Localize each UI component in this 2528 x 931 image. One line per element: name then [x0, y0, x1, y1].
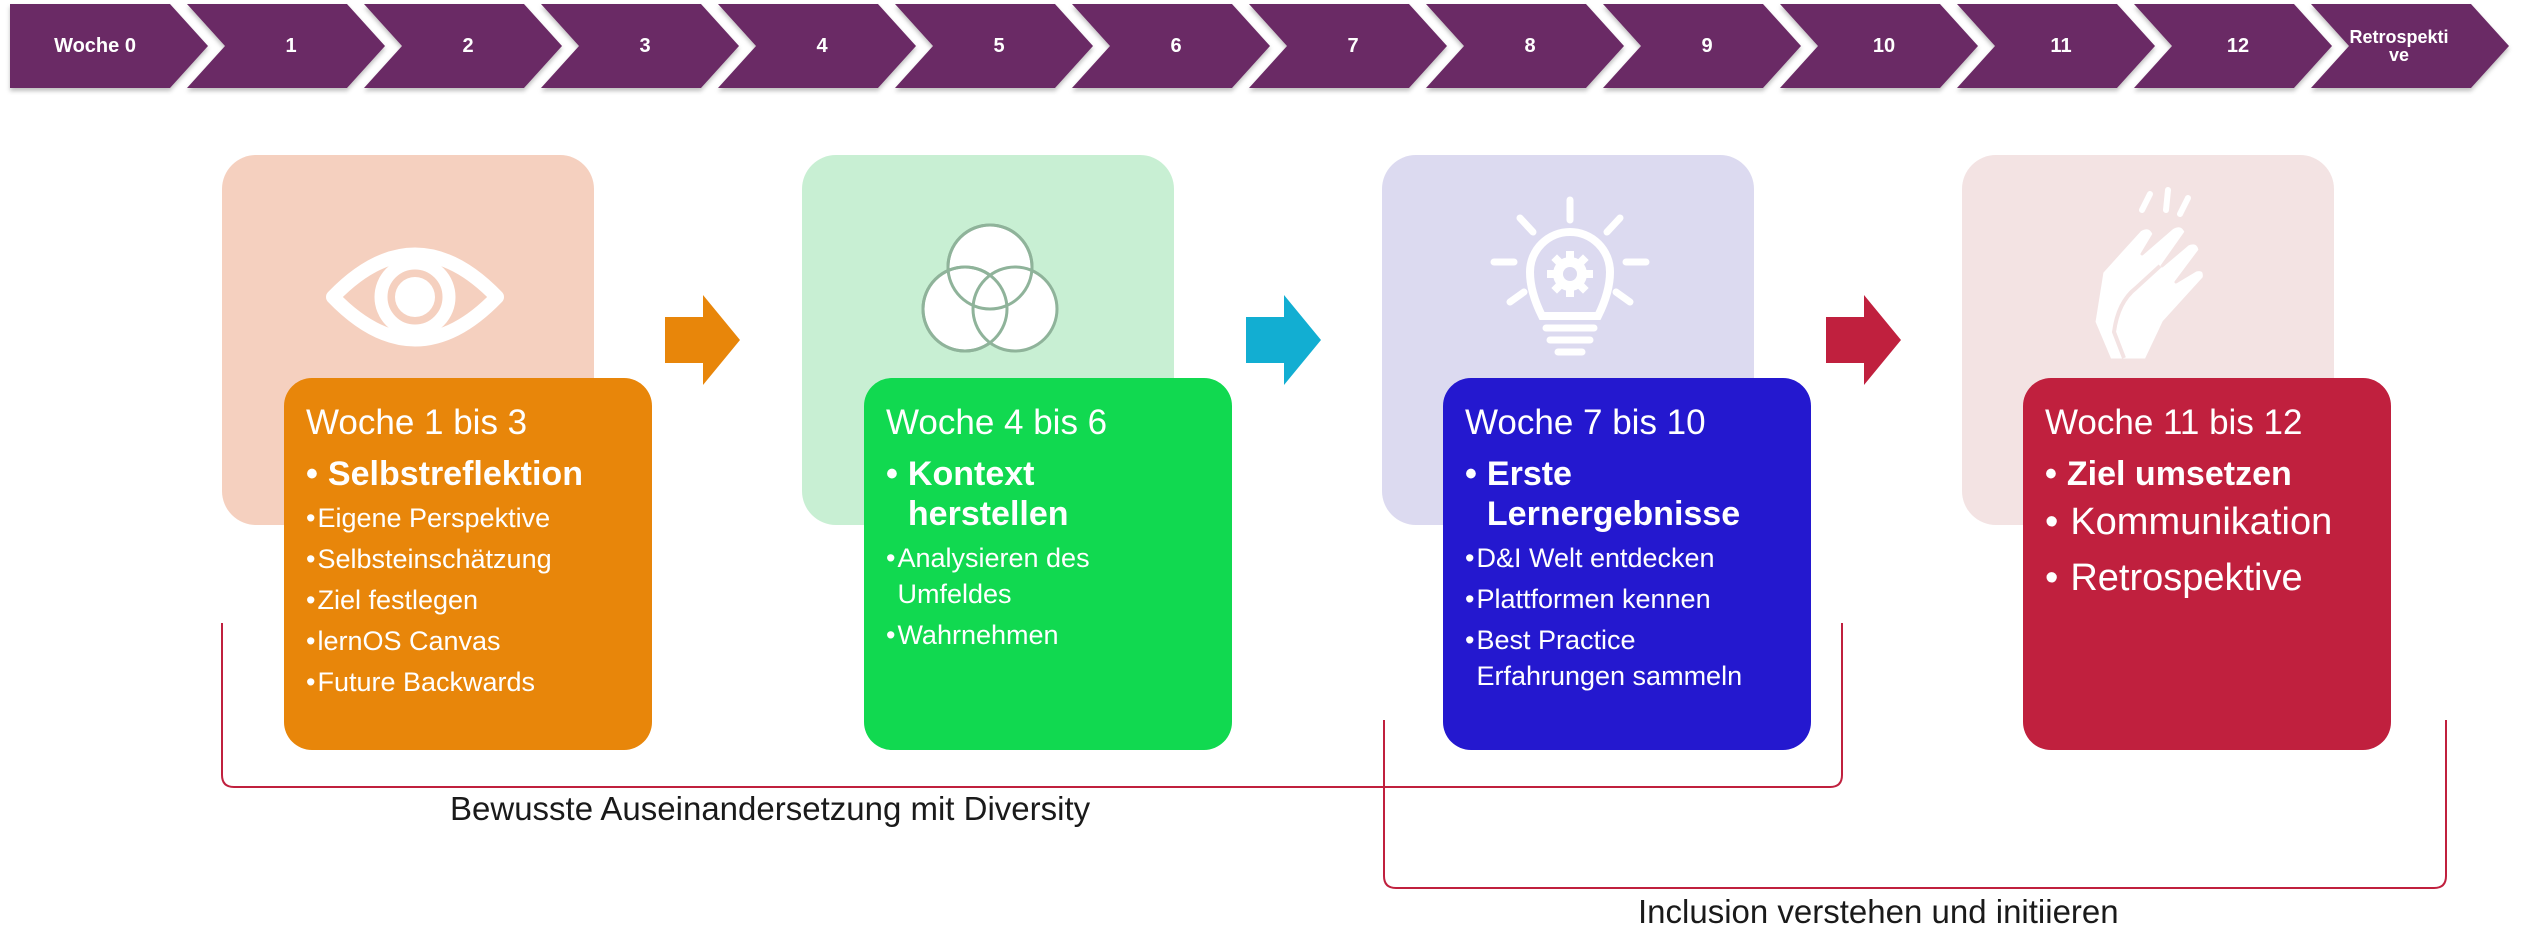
timeline-label: 6 [1170, 35, 1182, 57]
timeline-chevron [1780, 4, 1978, 88]
timeline-label: 12 [2226, 35, 2250, 57]
timeline-label: 5 [993, 35, 1005, 57]
list-item: •Eigene Perspektive [306, 500, 632, 536]
timeline-chevron [2134, 4, 2332, 88]
timeline-label: 7 [1347, 35, 1359, 57]
phase-2-items: •Analysieren des Umfeldes •Wahrnehmen [886, 540, 1212, 653]
list-item: •Wahrnehmen [886, 617, 1212, 653]
arrow-right-icon [1826, 295, 1901, 385]
list-item: •Kommunikation [2045, 494, 2371, 550]
item-text: lernOS Canvas [317, 626, 501, 656]
timeline-chevron [1603, 4, 1801, 88]
list-item: •Analysieren des Umfeldes [886, 540, 1212, 612]
phase-3-main-text: Erste Lernergebnisse [1486, 455, 1741, 533]
phase-4-main: •Ziel umsetzen [2045, 455, 2292, 493]
item-text: Kommunikation [2070, 501, 2333, 543]
list-item: •Plattformen kennen [1465, 581, 1791, 617]
timeline-label: 1 [285, 35, 297, 57]
phase-3-card: Woche 7 bis 10 •Erste Lernergebnisse •D&… [1443, 378, 1811, 750]
phase-1-title: Woche 1 bis 3 [306, 403, 528, 442]
item-text: Analysieren des Umfeldes [897, 543, 1090, 609]
timeline-label: 3 [639, 35, 651, 57]
list-item: •D&I Welt entdecken [1465, 540, 1791, 576]
list-item: •lernOS Canvas [306, 623, 632, 659]
item-text: Wahrnehmen [897, 620, 1059, 650]
timeline-chevron [364, 4, 562, 88]
phase-4-card: Woche 11 bis 12 •Ziel umsetzen •Kommunik… [2023, 378, 2391, 750]
bracket-first-label: Bewusste Auseinandersetzung mit Diversit… [450, 790, 1091, 827]
timeline-chevron [1249, 4, 1447, 88]
timeline-chevron [1426, 4, 1624, 88]
timeline-chevron [718, 4, 916, 88]
timeline-chevron [541, 4, 739, 88]
list-item: •Best Practice Erfahrungen sammeln [1465, 622, 1791, 694]
phase-2-card: Woche 4 bis 6 •Kontext herstellen •Analy… [864, 378, 1232, 750]
eye-icon [326, 247, 504, 347]
phase-3-main: •Erste Lernergebnisse [1465, 454, 1791, 534]
phase-1-items: •Eigene Perspektive •Selbsteinschätzung … [306, 500, 632, 700]
phase-2-title: Woche 4 bis 6 [886, 403, 1108, 442]
phase-2-main: •Kontext herstellen [886, 454, 1212, 534]
timeline-label: Retrospekti ve [2349, 27, 2449, 65]
timeline-label: 11 [2050, 35, 2072, 57]
venn-circles-icon [921, 223, 1059, 353]
bracket-second-label: Inclusion verstehen und initiieren [1638, 893, 2119, 930]
item-text: Retrospektive [2070, 557, 2303, 599]
phase-3-title: Woche 7 bis 10 [1465, 403, 1706, 442]
list-item: •Ziel festlegen [306, 582, 632, 618]
timeline-label: 10 [1872, 35, 1896, 57]
phase-4-items: •Kommunikation •Retrospektive [2045, 494, 2371, 606]
timeline-chevron [2311, 4, 2509, 88]
lightbulb-gear-icon [1490, 196, 1650, 356]
item-text: D&I Welt entdecken [1476, 543, 1715, 573]
item-text: Plattformen kennen [1476, 584, 1711, 614]
phase-3-items: •D&I Welt entdecken •Plattformen kennen … [1465, 540, 1791, 694]
phase-2-main-text: Kontext herstellen [907, 455, 1069, 533]
list-item: •Future Backwards [306, 664, 632, 700]
phase-1-card: Woche 1 bis 3 •Selbstreflektion •Eigene … [284, 378, 652, 750]
timeline-chevron [1957, 4, 2155, 88]
list-item: •Retrospektive [2045, 550, 2371, 606]
item-text: Eigene Perspektive [317, 503, 551, 533]
timeline-chevron [1072, 4, 1270, 88]
clapping-hands-icon [2092, 187, 2206, 362]
timeline-label: 9 [1701, 35, 1713, 57]
timeline-bar [10, 4, 2509, 88]
phase-1-main: •Selbstreflektion [306, 455, 583, 493]
timeline-label: 2 [462, 35, 474, 57]
phase-1-main-text: Selbstreflektion [327, 455, 583, 493]
item-text: Ziel festlegen [317, 585, 479, 615]
list-item: •Selbsteinschätzung [306, 541, 632, 577]
item-text: Future Backwards [317, 667, 536, 697]
phase-4-main-text: Ziel umsetzen [2066, 455, 2292, 493]
timeline-chevron [895, 4, 1093, 88]
timeline-label: Woche 0 [54, 35, 136, 57]
timeline-chevron [187, 4, 385, 88]
phase-4-title: Woche 11 bis 12 [2045, 403, 2303, 442]
item-text: Best Practice Erfahrungen sammeln [1476, 625, 1743, 691]
timeline-label: 8 [1524, 35, 1536, 57]
arrow-right-icon [1246, 295, 1321, 385]
timeline-label: 4 [816, 35, 828, 57]
item-text: Selbsteinschätzung [317, 544, 552, 574]
timeline-chevron [10, 4, 208, 88]
arrow-right-icon [665, 295, 740, 385]
